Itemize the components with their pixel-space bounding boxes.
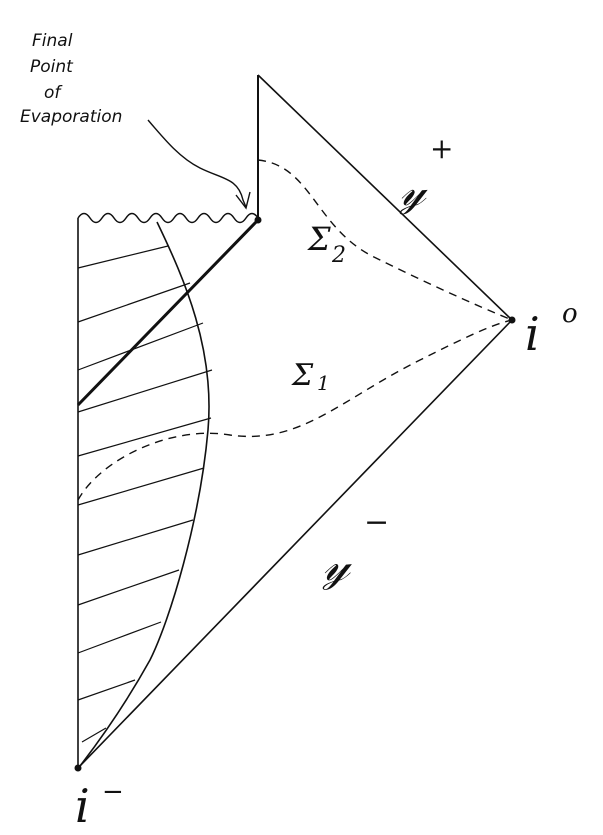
singularity-wavy-line — [77, 212, 259, 224]
surface-sigma-2 — [257, 159, 513, 321]
annotation-line-2: Point — [30, 57, 74, 77]
annotation-line-3: of — [44, 83, 63, 103]
sigma-1-label-sub: 1 — [317, 371, 330, 395]
sigma-2-label-sub: 2 — [331, 243, 346, 268]
i-minus-point — [74, 764, 82, 772]
scri-plus-label-sign: + — [430, 132, 453, 165]
sigma-2-label-letter: Σ — [307, 220, 331, 258]
i-zero-label-letter: i — [525, 307, 540, 361]
i-zero-label-sup: o — [562, 299, 578, 329]
star-interior-hatching — [77, 245, 213, 743]
scri-minus-label-sign: − — [364, 505, 389, 540]
annotation-line-1: Final — [32, 31, 73, 51]
annotation-line-4: Evaporation — [20, 107, 122, 127]
scri-minus-boundary — [77, 319, 513, 769]
event-horizon — [76, 218, 260, 407]
star-surface-curve — [79, 221, 210, 767]
surface-sigma-1 — [77, 319, 513, 501]
i-minus-label-letter: i — [75, 779, 90, 833]
annotation-arrowhead — [235, 191, 251, 210]
i-zero-point — [508, 316, 516, 324]
scri-plus-boundary — [257, 74, 513, 321]
scri-plus-label-script: 𝓎 — [399, 165, 428, 216]
sigma-1-label-letter: Σ — [291, 358, 314, 393]
evaporation-point — [254, 216, 262, 224]
i-minus-label-sup: − — [102, 777, 124, 807]
annotation-arrow — [147, 119, 247, 208]
scri-minus-label-script: 𝓎 — [322, 537, 352, 591]
